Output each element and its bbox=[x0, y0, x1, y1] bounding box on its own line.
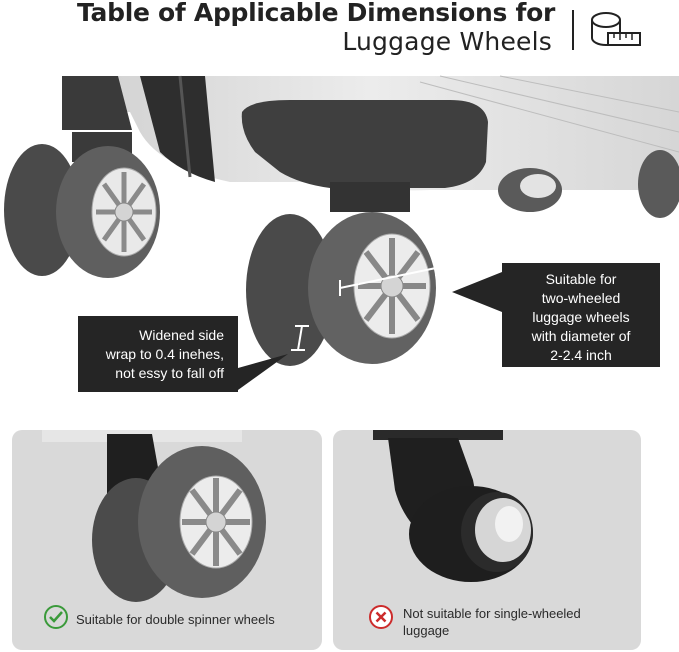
title-bold: Table of Applicable Dimensions for bbox=[77, 0, 555, 27]
measuring-tape-icon bbox=[591, 12, 641, 46]
callout-side-wrap: Widened side wrap to 0.4 inehes, not ess… bbox=[78, 316, 238, 392]
check-icon bbox=[44, 605, 68, 629]
callout-diameter: Suitable for two-wheeled luggage wheels … bbox=[502, 263, 660, 367]
luggage-wheels-photo bbox=[4, 75, 679, 390]
suitable-label: Suitable for double spinner wheels bbox=[76, 612, 275, 627]
not-suitable-label: Not suitable for single-wheeled luggage bbox=[403, 606, 581, 638]
panel-double-spinner: Suitable for double spinner wheels bbox=[12, 430, 322, 650]
title-light: Luggage Wheels bbox=[342, 27, 552, 56]
title-divider bbox=[572, 10, 574, 50]
single-wheel-image bbox=[373, 430, 533, 582]
cross-icon bbox=[369, 605, 393, 629]
double-spinner-wheel-image bbox=[42, 430, 266, 602]
panel-single-wheel: Not suitable for single-wheeled luggage bbox=[333, 430, 641, 650]
